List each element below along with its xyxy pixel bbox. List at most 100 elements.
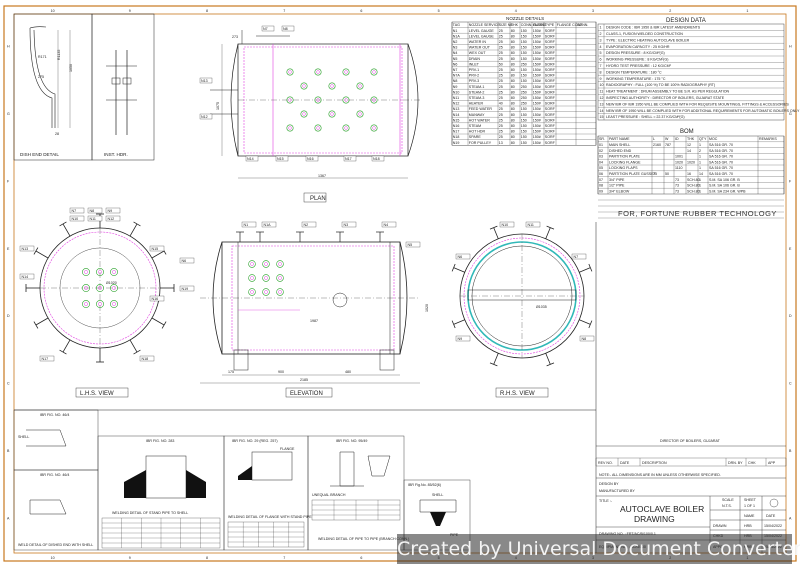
nozzle-cell: N13	[453, 107, 460, 111]
elev-nozzle-tag: N1	[244, 223, 249, 227]
bom-cell: 50	[665, 172, 669, 176]
tb-sheet-val: 1 OF 1	[744, 504, 755, 508]
ibr-fig-5: IBR FIG. NO. 95/49	[336, 439, 367, 443]
bom-cell: PARTITION PLATE	[609, 155, 641, 159]
rev-header: DATE	[620, 461, 630, 465]
bom-header: PART NAME	[609, 137, 630, 141]
border-col-9: 9	[129, 9, 131, 13]
nozzle-cell: 80	[511, 46, 515, 50]
lhs-nozzle-tag: N9	[108, 209, 113, 213]
nozzle-cell: N1A	[453, 34, 461, 38]
nozzle-cell: 80	[511, 118, 515, 122]
design-row-num: 3	[600, 38, 602, 42]
bom-cell: 1	[699, 155, 701, 159]
nozzle-cell: 25	[499, 107, 503, 111]
nozzle-cell: SORF	[545, 107, 556, 111]
nozzle-cell: 150#	[533, 90, 541, 94]
nozzle-cell: N3	[453, 46, 458, 50]
bom-cell: SA 516 GR. 70	[709, 160, 733, 164]
border-row-right-F: F	[789, 179, 792, 183]
nozzle-cell: 25	[499, 118, 503, 122]
nozzle-cell: 25	[499, 34, 503, 38]
nozzle-cell: WEX OUT	[469, 51, 487, 55]
design-row-num: 15	[600, 115, 604, 119]
nozzle-cell: 150	[521, 135, 527, 139]
rev-header: REV NO.	[598, 461, 613, 465]
bom-cell: SA 516 GR. 70	[709, 166, 733, 170]
border-row-G: G	[7, 112, 10, 116]
ibr-fig-1: IBR FIG. NO. 46/4	[40, 413, 69, 417]
bom-cell: 14	[699, 172, 703, 176]
nozzle-cell: SORF	[545, 118, 556, 122]
nozzle-cell: 80	[511, 57, 515, 61]
nozzle-cell: 150#	[533, 135, 541, 139]
ibr-weld-note: WELD DETAIL OF DISHED END WITH SHELL	[18, 543, 93, 547]
svg-text:R171: R171	[38, 55, 47, 59]
nozzle-header: NOZZLE SERVICE	[469, 23, 500, 27]
nozzle-cell: 25	[499, 90, 503, 94]
tb-design-by: DESIGN BY	[599, 482, 619, 486]
tb-date-label: DATE	[766, 514, 776, 518]
plan-nozzle-tag: N17	[345, 157, 352, 161]
nozzle-cell: 25	[499, 85, 503, 89]
rev-header: DESCRIPTION	[642, 461, 667, 465]
design-row: WORKING TEMPERATURE : 175 °C	[606, 77, 666, 81]
design-row-num: 1	[600, 26, 602, 30]
nozzle-cell: SORF	[545, 57, 556, 61]
elev-nozzle-tag: N5	[408, 243, 413, 247]
bom-cell: SA 516 GR. 70	[709, 149, 733, 153]
nozzle-cell: WATER IN	[469, 40, 487, 44]
bom-cell: 1	[699, 143, 701, 147]
tb-director: DIRECTOR OF BOILERS, GUJARAT	[660, 439, 721, 443]
lhs-nozzle-tag: N14	[22, 275, 29, 279]
plan-length-dim: 1367	[318, 174, 326, 178]
plan-nozzle-tag: N14	[247, 157, 254, 161]
nozzle-cell: STEAM-3	[469, 96, 485, 100]
design-row-num: 2	[600, 32, 602, 36]
nozzle-title: NOZZLE DETAILS	[506, 16, 544, 21]
lhs-nozzle-tag: N10	[72, 217, 79, 221]
bom-cell: 08	[599, 184, 603, 188]
nozzle-cell: PRV-2	[469, 74, 479, 78]
nozzle-cell: 150	[521, 130, 527, 134]
bom-cell: LOCKING FLAPS	[609, 166, 638, 170]
rhs-view-label: R.H.S. VIEW	[500, 391, 535, 397]
bom-cell: 73	[675, 184, 679, 188]
nozzle-header: TAG	[453, 23, 460, 27]
lhs-view-label: L.H.S. VIEW	[80, 391, 114, 397]
elev-length-dim: 2185	[300, 378, 308, 382]
nozzle-cell: 150	[521, 107, 527, 111]
border-row-right-D: D	[789, 314, 792, 318]
design-row-num: 5	[600, 51, 602, 55]
nozzle-cell: 80	[511, 34, 515, 38]
nozzle-cell: N15	[453, 118, 460, 122]
plan-nozzle-tag: N8	[283, 27, 288, 31]
nozzle-cell: 80	[511, 130, 515, 134]
bom-cell: S.M. SA 234 GR. WPB	[709, 189, 746, 193]
bom-cell: 73	[675, 178, 679, 182]
nozzle-cell: 25	[499, 46, 503, 50]
nozzle-cell: STEAM-2	[469, 90, 485, 94]
nozzle-cell: DRAIN	[469, 57, 481, 61]
bom-header: ID	[675, 137, 679, 141]
bom-header: MOC	[709, 137, 718, 141]
nozzle-cell: 150#	[533, 57, 541, 61]
elev-dim-175: 175	[228, 370, 234, 374]
nozzle-cell: SORF	[545, 74, 556, 78]
nozzle-cell: 80	[511, 135, 515, 139]
ibr-shell-label-1: SHELL	[18, 435, 29, 439]
bom-cell: 1110	[675, 166, 682, 170]
watermark: Created by Universal Document Converter	[397, 534, 800, 564]
nozzle-cell: 150#	[533, 96, 541, 100]
design-data-title: DESIGN DATA	[666, 18, 706, 24]
border-col-6: 6	[360, 9, 362, 13]
bom-title: BOM	[680, 129, 694, 135]
nozzle-cell: 25	[499, 40, 503, 44]
ibr-fig-6: IBR Fig.No. 85/52(6)	[408, 483, 441, 487]
nozzle-cell: SORF	[545, 96, 556, 100]
nozzle-cell: 150#	[533, 62, 541, 66]
nozzle-header: CONN. RATING	[521, 23, 547, 27]
border-col-5: 5	[438, 9, 440, 13]
bom-cell: 1	[699, 178, 701, 182]
design-row: WORKING PRESSURE : 8 KG/CM²(G)	[606, 58, 669, 62]
